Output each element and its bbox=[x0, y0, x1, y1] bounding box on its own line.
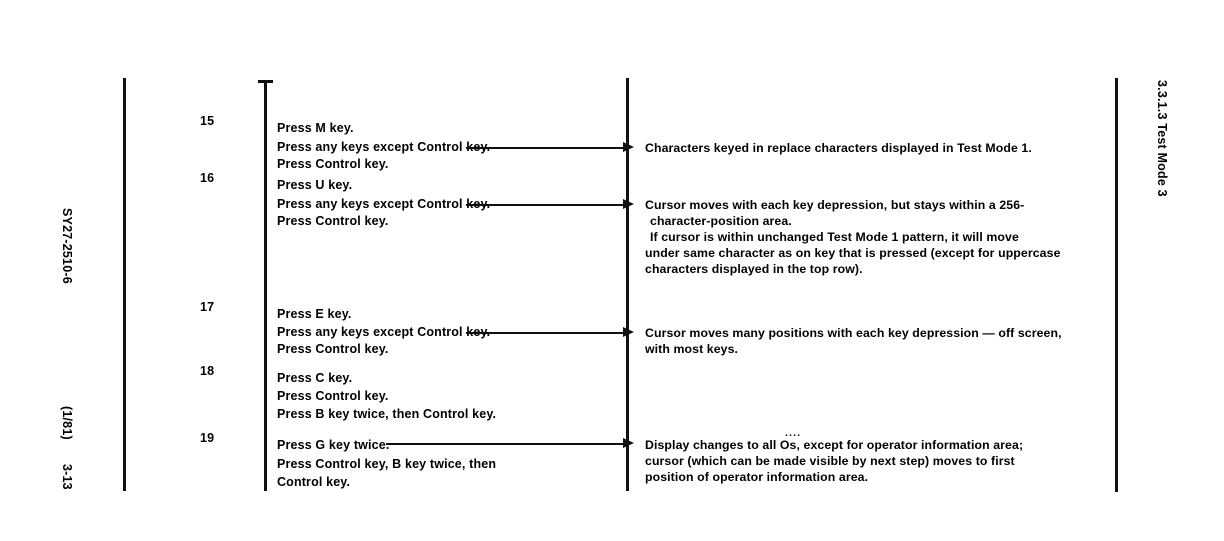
result-line: under same character as on key that is p… bbox=[645, 246, 1061, 260]
step-action: Press M key. bbox=[277, 121, 354, 135]
registration-mark-icon bbox=[258, 80, 273, 83]
step-number: 17 bbox=[200, 300, 215, 314]
table-right-rule bbox=[1115, 78, 1118, 492]
step-number: 18 bbox=[200, 364, 215, 378]
step-action: Press G key twice. bbox=[277, 438, 390, 452]
result-line: If cursor is within unchanged Test Mode … bbox=[650, 230, 1019, 244]
result-line: character-position area. bbox=[650, 214, 792, 228]
step-number: 19 bbox=[200, 431, 215, 445]
result-line: Characters keyed in replace characters d… bbox=[645, 141, 1032, 155]
step-action: Press Control key. bbox=[277, 157, 389, 171]
step-action: Press Control key, B key twice, then bbox=[277, 457, 497, 471]
step-action: Press E key. bbox=[277, 307, 352, 321]
result-line: characters displayed in the top row). bbox=[645, 262, 863, 276]
document-id-label: SY27-2510-6 bbox=[60, 208, 74, 284]
step-action: Press Control key. bbox=[277, 389, 389, 403]
page-number-label: 3-13 bbox=[60, 464, 74, 490]
table-step-column-rule bbox=[264, 80, 267, 491]
result-line: Display changes to all Os, except for op… bbox=[645, 438, 1024, 452]
step-action: Press Control key. bbox=[277, 214, 389, 228]
arrowhead-icon bbox=[623, 438, 634, 448]
step-result: Display changes to all Os, except for op… bbox=[645, 437, 1115, 485]
leader-line bbox=[386, 443, 628, 445]
step-result: Cursor moves with each key depression, b… bbox=[645, 197, 1115, 277]
leader-line bbox=[466, 332, 628, 334]
scan-artifact-dots: .... bbox=[785, 427, 802, 439]
arrowhead-icon bbox=[623, 199, 634, 209]
table-result-column-rule bbox=[626, 78, 629, 491]
result-line: position of operator information area. bbox=[645, 470, 869, 484]
leader-line bbox=[466, 147, 628, 149]
result-line: with most keys. bbox=[645, 342, 739, 356]
step-result: Characters keyed in replace characters d… bbox=[645, 140, 1115, 156]
step-action: Press U key. bbox=[277, 178, 353, 192]
step-action: Press any keys except Control key. bbox=[277, 197, 491, 211]
step-action: Press any keys except Control key. bbox=[277, 325, 491, 339]
step-result: Cursor moves many positions with each ke… bbox=[645, 325, 1115, 357]
table-left-rule bbox=[123, 78, 126, 491]
step-action: Press B key twice, then Control key. bbox=[277, 407, 497, 421]
step-action: Press any keys except Control key. bbox=[277, 140, 491, 154]
arrowhead-icon bbox=[623, 142, 634, 152]
step-number: 15 bbox=[200, 114, 215, 128]
step-action: Press Control key. bbox=[277, 342, 389, 356]
result-line: Cursor moves with each key depression, b… bbox=[645, 198, 1025, 212]
result-line: cursor (which can be made visible by nex… bbox=[645, 454, 1015, 468]
arrowhead-icon bbox=[623, 327, 634, 337]
step-number: 16 bbox=[200, 171, 215, 185]
revision-date-label: (1/81) bbox=[60, 406, 74, 440]
section-heading: 3.3.1.3 Test Mode 3 bbox=[1155, 80, 1169, 197]
leader-line bbox=[466, 204, 628, 206]
step-action: Press C key. bbox=[277, 371, 353, 385]
result-line: Cursor moves many positions with each ke… bbox=[645, 326, 1062, 340]
step-action: Control key. bbox=[277, 475, 351, 489]
